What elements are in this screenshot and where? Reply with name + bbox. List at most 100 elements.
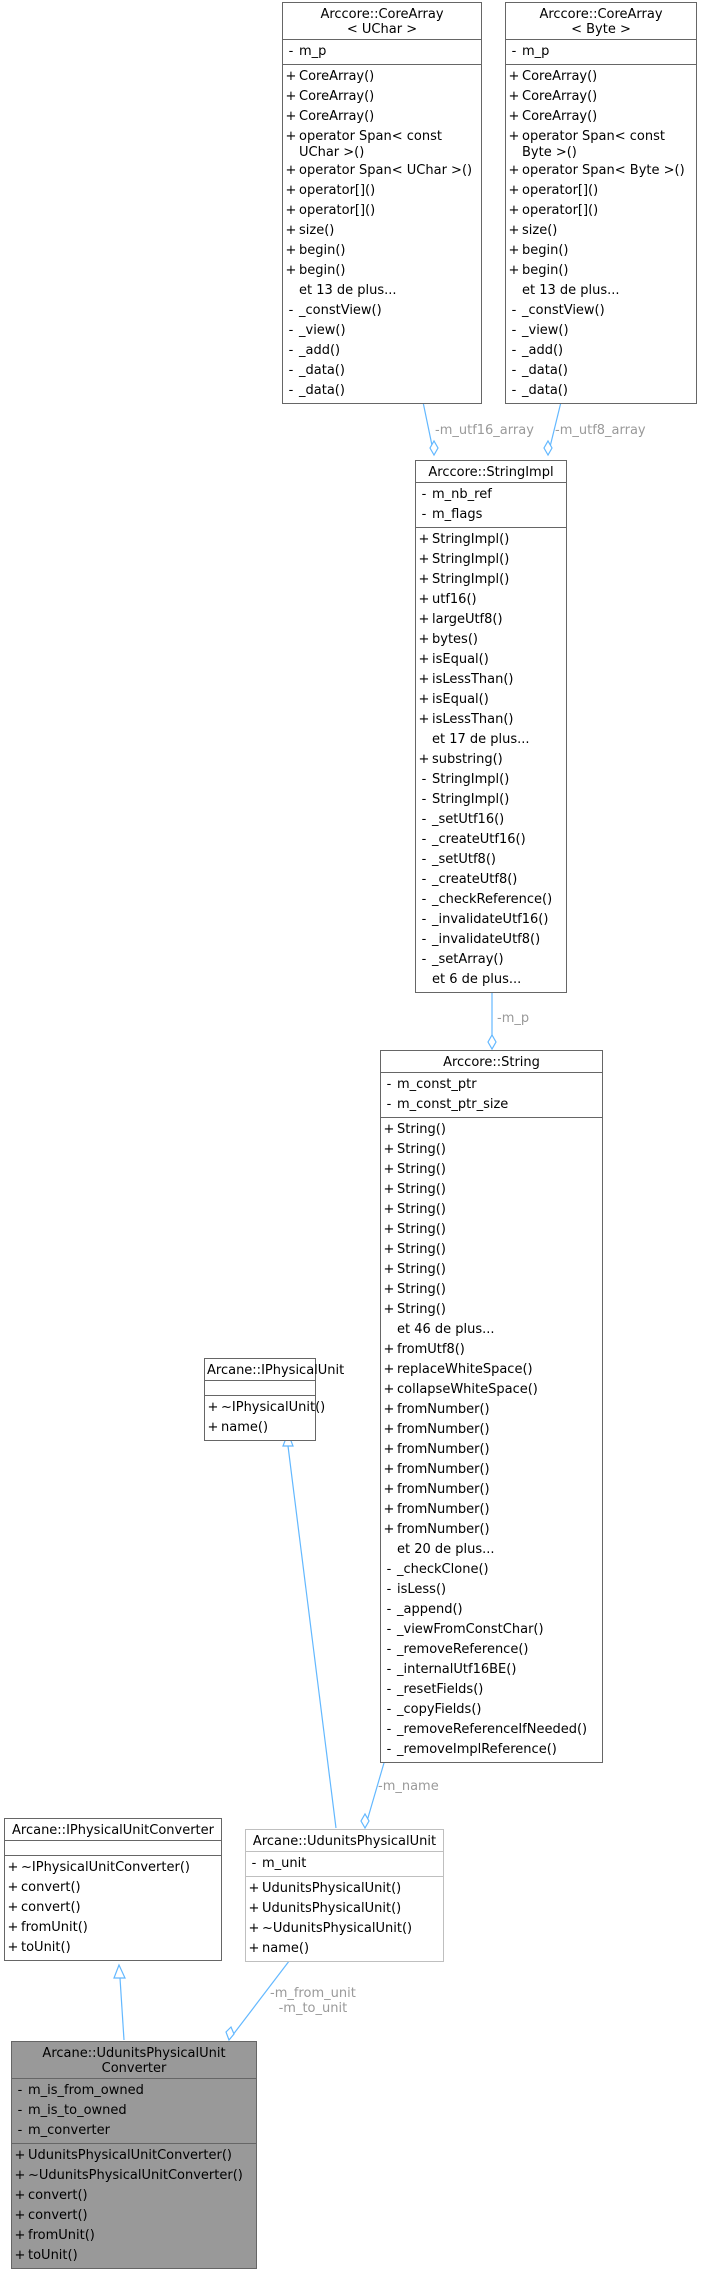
method-row[interactable]: +~IPhysicalUnitConverter() — [5, 1858, 221, 1878]
method-row[interactable]: +toUnit() — [5, 1938, 221, 1958]
attribute-row[interactable]: -m_is_to_owned — [12, 2101, 256, 2121]
method-row[interactable]: +convert() — [5, 1898, 221, 1918]
method-row[interactable]: +substring() — [416, 750, 566, 770]
method-row[interactable]: +String() — [381, 1140, 602, 1160]
method-row[interactable]: +bytes() — [416, 630, 566, 650]
class-box-corearray-uchar[interactable]: Arccore::CoreArray < UChar >-m_p+CoreArr… — [282, 2, 482, 404]
method-row[interactable]: -_createUtf16() — [416, 830, 566, 850]
method-row[interactable]: +isEqual() — [416, 650, 566, 670]
method-row[interactable]: +String() — [381, 1280, 602, 1300]
method-row[interactable]: +String() — [381, 1240, 602, 1260]
method-row[interactable]: -_view() — [283, 321, 481, 341]
method-row[interactable]: -_copyFields() — [381, 1700, 602, 1720]
method-row[interactable]: +toUnit() — [12, 2246, 256, 2266]
method-row[interactable]: +String() — [381, 1200, 602, 1220]
method-row[interactable]: +convert() — [12, 2206, 256, 2226]
method-row[interactable]: +fromUtf8() — [381, 1340, 602, 1360]
method-row[interactable]: +isLessThan() — [416, 670, 566, 690]
method-row[interactable]: et 46 de plus... — [381, 1320, 602, 1340]
method-row[interactable]: +isEqual() — [416, 690, 566, 710]
class-box-string[interactable]: Arccore::String-m_const_ptr-m_const_ptr_… — [380, 1050, 603, 1763]
method-row[interactable]: +CoreArray() — [283, 107, 481, 127]
method-row[interactable]: -_setArray() — [416, 950, 566, 970]
class-box-iphysicalunitconverter[interactable]: Arcane::IPhysicalUnitConverter+~IPhysica… — [4, 1818, 222, 1961]
attribute-row[interactable]: -m_p — [506, 42, 696, 62]
method-row[interactable]: +~IPhysicalUnit() — [205, 1398, 326, 1418]
attribute-row[interactable]: -m_converter — [12, 2121, 256, 2141]
method-row[interactable]: +String() — [381, 1220, 602, 1240]
method-row[interactable]: -isLess() — [381, 1580, 602, 1600]
method-row[interactable]: -_data() — [283, 361, 481, 381]
method-row[interactable]: -StringImpl() — [416, 770, 566, 790]
method-row[interactable]: +UdunitsPhysicalUnitConverter() — [12, 2146, 256, 2166]
method-row[interactable]: +begin() — [283, 241, 481, 261]
method-row[interactable]: et 6 de plus... — [416, 970, 566, 990]
method-row[interactable]: -StringImpl() — [416, 790, 566, 810]
method-row[interactable]: +CoreArray() — [506, 87, 696, 107]
method-row[interactable]: +~UdunitsPhysicalUnit() — [246, 1919, 443, 1939]
method-row[interactable]: -_invalidateUtf16() — [416, 910, 566, 930]
method-row[interactable]: -_constView() — [506, 301, 696, 321]
method-row[interactable]: +UdunitsPhysicalUnit() — [246, 1879, 443, 1899]
method-row[interactable]: -_createUtf8() — [416, 870, 566, 890]
method-row[interactable]: et 13 de plus... — [283, 281, 481, 301]
method-row[interactable]: +String() — [381, 1300, 602, 1320]
method-row[interactable]: +String() — [381, 1180, 602, 1200]
method-row[interactable]: -_checkReference() — [416, 890, 566, 910]
attribute-row[interactable]: -m_unit — [246, 1854, 443, 1874]
method-row[interactable]: -_resetFields() — [381, 1680, 602, 1700]
method-row[interactable]: -_removeImplReference() — [381, 1740, 602, 1760]
method-row[interactable]: +String() — [381, 1120, 602, 1140]
method-row[interactable]: -_constView() — [283, 301, 481, 321]
method-row[interactable]: -_add() — [506, 341, 696, 361]
attribute-row[interactable]: -m_flags — [416, 505, 566, 525]
method-row[interactable]: +fromNumber() — [381, 1400, 602, 1420]
method-row[interactable]: +begin() — [283, 261, 481, 281]
method-row[interactable]: +utf16() — [416, 590, 566, 610]
method-row[interactable]: +name() — [246, 1939, 443, 1959]
method-row[interactable]: +operator Span< UChar >() — [283, 161, 481, 181]
method-row[interactable]: +String() — [381, 1260, 602, 1280]
method-row[interactable]: -_invalidateUtf8() — [416, 930, 566, 950]
method-row[interactable]: +fromNumber() — [381, 1500, 602, 1520]
method-row[interactable]: +begin() — [506, 241, 696, 261]
method-row[interactable]: +fromNumber() — [381, 1460, 602, 1480]
method-row[interactable]: -_add() — [283, 341, 481, 361]
method-row[interactable]: +size() — [506, 221, 696, 241]
method-row[interactable]: et 13 de plus... — [506, 281, 696, 301]
method-row[interactable]: -_removeReferenceIfNeeded() — [381, 1720, 602, 1740]
method-row[interactable]: +fromUnit() — [5, 1918, 221, 1938]
method-row[interactable]: +StringImpl() — [416, 550, 566, 570]
attribute-row[interactable]: -m_const_ptr — [381, 1075, 602, 1095]
method-row[interactable]: +isLessThan() — [416, 710, 566, 730]
method-row[interactable]: et 17 de plus... — [416, 730, 566, 750]
method-row[interactable]: -_setUtf16() — [416, 810, 566, 830]
method-row[interactable]: +operator Span< const UChar >() — [283, 127, 481, 161]
method-row[interactable]: -_data() — [506, 381, 696, 401]
method-row[interactable]: +StringImpl() — [416, 570, 566, 590]
method-row[interactable]: -_checkClone() — [381, 1560, 602, 1580]
method-row[interactable]: +operator[]() — [283, 201, 481, 221]
method-row[interactable]: +fromNumber() — [381, 1520, 602, 1540]
method-row[interactable]: et 20 de plus... — [381, 1540, 602, 1560]
method-row[interactable]: -_viewFromConstChar() — [381, 1620, 602, 1640]
method-row[interactable]: +fromNumber() — [381, 1440, 602, 1460]
attribute-row[interactable]: -m_p — [283, 42, 481, 62]
method-row[interactable]: +convert() — [12, 2186, 256, 2206]
method-row[interactable]: +size() — [283, 221, 481, 241]
method-row[interactable]: -_data() — [506, 361, 696, 381]
method-row[interactable]: +operator Span< const Byte >() — [506, 127, 696, 161]
attribute-row[interactable]: -m_nb_ref — [416, 485, 566, 505]
method-row[interactable]: -_setUtf8() — [416, 850, 566, 870]
method-row[interactable]: +fromNumber() — [381, 1480, 602, 1500]
method-row[interactable]: +CoreArray() — [283, 67, 481, 87]
method-row[interactable]: +largeUtf8() — [416, 610, 566, 630]
method-row[interactable]: +operator[]() — [283, 181, 481, 201]
method-row[interactable]: -_removeReference() — [381, 1640, 602, 1660]
attribute-row[interactable]: -m_is_from_owned — [12, 2081, 256, 2101]
method-row[interactable]: +fromUnit() — [12, 2226, 256, 2246]
method-row[interactable]: +begin() — [506, 261, 696, 281]
method-row[interactable]: +StringImpl() — [416, 530, 566, 550]
method-row[interactable]: +replaceWhiteSpace() — [381, 1360, 602, 1380]
method-row[interactable]: -_append() — [381, 1600, 602, 1620]
